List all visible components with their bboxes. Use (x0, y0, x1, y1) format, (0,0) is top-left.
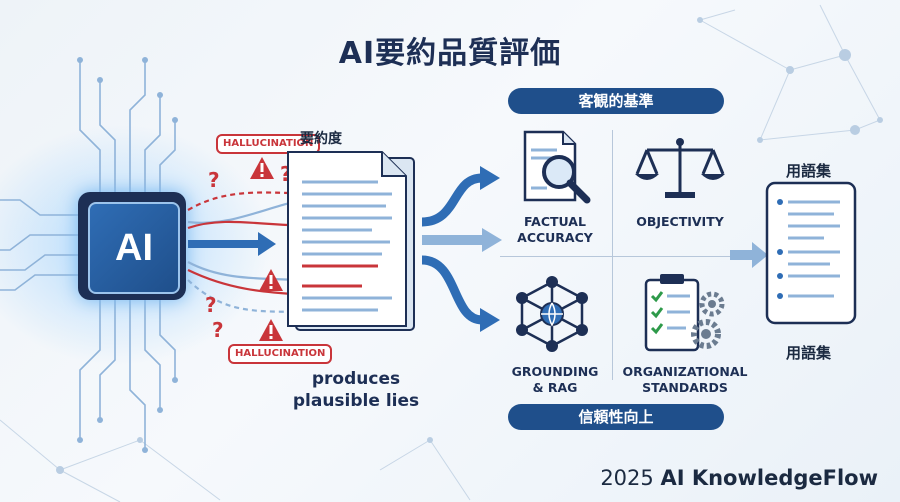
scales-icon (635, 138, 725, 198)
criterion-label-line2: ACCURACY (517, 230, 593, 245)
document-icon (287, 151, 415, 331)
criterion-organizational-standards: ORGANIZATIONAL STANDARDS (612, 364, 758, 396)
hallucination-tag: HALLUCINATION (228, 344, 333, 364)
branch-arrows (421, 166, 502, 332)
criterion-grounding-rag: GROUNDING & RAG (500, 364, 610, 396)
footer-brand-name: AI KnowledgeFlow (660, 466, 878, 490)
glossary-document-icon (765, 181, 857, 325)
glossary-label-bottom: 用語集 (786, 344, 832, 362)
quadrant-divider-horizontal (500, 256, 740, 257)
question-mark-icon: ? (280, 162, 292, 186)
reliability-banner: 信頼性向上 (508, 404, 724, 430)
ai-chip-inner: AI (88, 202, 180, 294)
network-globe-icon (516, 276, 588, 352)
arrow-right-icon (730, 242, 768, 268)
footer-year: 2025 (600, 466, 654, 490)
summary-label: 要約度 (300, 131, 342, 147)
criterion-label-line1: GROUNDING (511, 364, 599, 379)
warning-icon (250, 157, 274, 179)
ai-chip-label: AI (115, 226, 153, 269)
ai-chip: AI (78, 192, 186, 300)
page-title: AI要約品質評価 (338, 36, 562, 71)
checklist-gears-icon (644, 274, 725, 352)
criterion-label-line1: ORGANIZATIONAL (622, 364, 748, 379)
produces-text: produces plausible lies (286, 368, 426, 412)
glossary-label-top: 用語集 (786, 162, 832, 180)
warning-icon (259, 269, 283, 291)
produces-line2: plausible lies (292, 391, 420, 411)
criterion-label-line2: STANDARDS (642, 380, 728, 395)
criterion-factual-accuracy: FACTUAL ACCURACY (500, 214, 610, 246)
circuit-traces (0, 57, 178, 453)
criterion-label-line2: & RAG (532, 380, 578, 395)
question-mark-icon: ? (212, 318, 224, 342)
quadrant-divider-vertical (612, 130, 613, 380)
criterion-label-line1: FACTUAL (524, 214, 586, 229)
produces-line1: produces (311, 369, 401, 389)
criterion-objectivity: OBJECTIVITY (636, 214, 724, 229)
footer-brand: 2025 AI KnowledgeFlow (600, 466, 878, 490)
question-mark-icon: ? (208, 168, 220, 192)
objective-criteria-banner: 客観的基準 (508, 88, 724, 114)
magnifier-document-icon (523, 130, 591, 204)
warning-icon (259, 319, 283, 341)
hallucination-tag: HALLUCINATION (216, 134, 321, 154)
question-mark-icon: ? (205, 293, 217, 317)
